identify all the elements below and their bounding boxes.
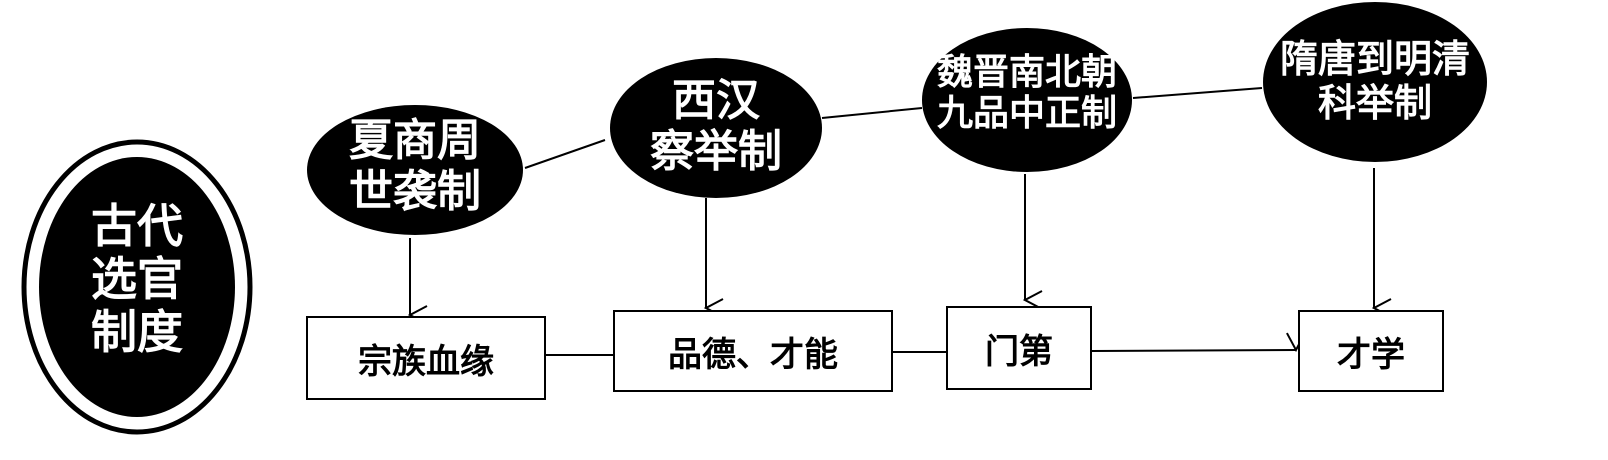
title-text: 古代 选官 制度 bbox=[91, 199, 183, 359]
title-outer-ring bbox=[21, 139, 253, 435]
period-text-4: 隋唐到明清 科举制 bbox=[1279, 37, 1470, 125]
criteria-box-3: 门第 bbox=[946, 306, 1092, 390]
period-oval-4 bbox=[1263, 2, 1487, 162]
connector-period-2-3 bbox=[821, 107, 923, 119]
criteria-box-1: 宗族血缘 bbox=[306, 316, 546, 400]
criteria-box-2: 品德、才能 bbox=[613, 310, 893, 392]
period-oval-2 bbox=[610, 58, 822, 198]
title-inner-oval bbox=[39, 157, 235, 417]
period-oval-3 bbox=[922, 28, 1132, 172]
period-text-2: 西汉 察举制 bbox=[650, 75, 782, 177]
criteria-box-4: 才学 bbox=[1298, 310, 1444, 392]
period-oval-1 bbox=[307, 105, 523, 235]
arrow-right-to-box-4 bbox=[1091, 350, 1296, 351]
connector-period-3-4 bbox=[1132, 87, 1263, 99]
connector-period-1-2 bbox=[524, 139, 606, 169]
period-text-3: 魏晋南北朝 九品中正制 bbox=[936, 52, 1117, 135]
period-text-1: 夏商周 世袭制 bbox=[349, 115, 481, 217]
